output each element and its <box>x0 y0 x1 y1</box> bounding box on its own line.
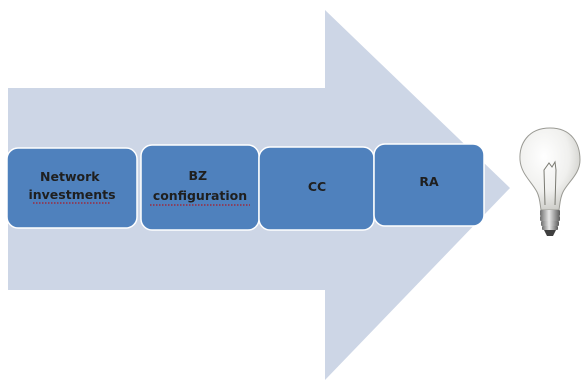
step-network-investments: Network investments <box>6 147 138 229</box>
step-label: BZ configuration <box>153 168 247 203</box>
step-cc: CC <box>258 146 375 231</box>
step-label: Network investments <box>28 169 115 202</box>
step-label: CC <box>308 179 326 194</box>
step-box <box>6 147 138 229</box>
step-label: RA <box>419 174 439 189</box>
step-ra: RA <box>373 143 485 227</box>
step-bz-configuration: BZ configuration <box>140 144 260 231</box>
light-bulb-icon <box>519 127 581 236</box>
step-box <box>373 143 485 227</box>
